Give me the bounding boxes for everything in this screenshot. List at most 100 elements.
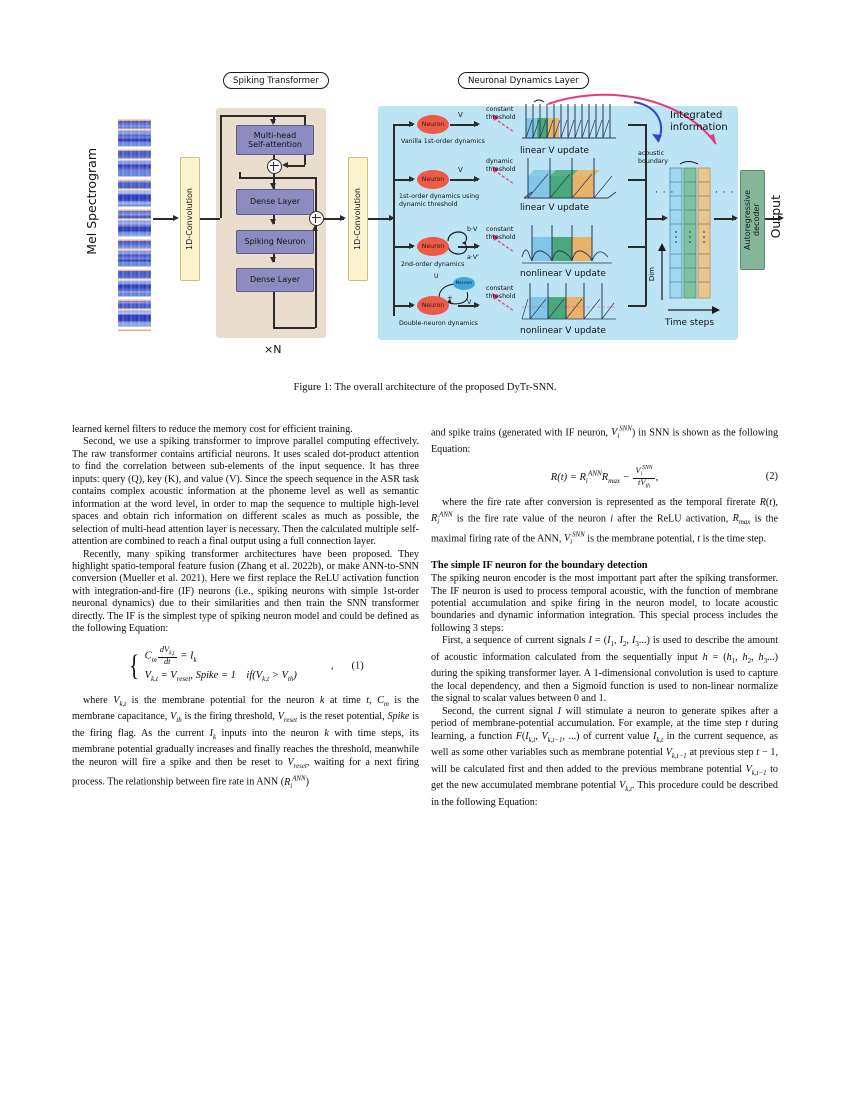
threshold-label-row-4: constant threshold [486, 285, 516, 300]
line-adder2-to-conv2 [322, 218, 344, 220]
arrowhead-bus-to-neuron-4 [409, 301, 415, 308]
threshold-row-3-line2: threshold [486, 233, 516, 241]
threshold-row-4-line2: threshold [486, 292, 516, 300]
line-skip-mha-into-plus [286, 165, 305, 167]
line-branch-to-adder2 [239, 177, 315, 179]
line-branch-down-to-adder2 [315, 177, 317, 211]
line-branch-up [239, 172, 241, 178]
equation-1-line-2: Vk,t = Vreset, Spike = 1 if(Vk,t > Vth) [144, 669, 297, 683]
paragraph-left-4: where Vk,t is the membrane potential for… [72, 694, 420, 790]
arrowhead-bus-to-neuron-2 [409, 175, 415, 182]
update-label-row-3: nonlinear V update [520, 269, 606, 279]
block-dense-layer-1[interactable]: Dense Layer [236, 189, 314, 215]
line-neuron4-to-trace [458, 305, 478, 307]
decoder-line1: Autoregressive [743, 190, 753, 250]
arrowhead-dense1-to-spiking [269, 219, 276, 225]
acoustic-boundary-label: acoustic boundary [638, 150, 668, 165]
adder-1 [267, 159, 282, 174]
block-spiking-neuron-label: Spiking Neuron [244, 237, 306, 247]
block-autoregressive-decoder[interactable]: Autoregressive decoder [740, 170, 765, 270]
equation-1-number: (1) [351, 660, 364, 672]
threshold-row-1-line2: threshold [486, 113, 516, 121]
block-dense-layer-2[interactable]: Dense Layer [236, 268, 314, 292]
paragraph-right-5: Second, the current signal I will stimul… [431, 705, 779, 808]
line-row3-merge [628, 246, 646, 248]
caption-row-3: 2nd-order dynamics [401, 261, 465, 268]
block-1d-convolution-output-label: 1D-Convolution [353, 188, 363, 250]
arrow-spectrogram-to-conv1 [153, 218, 175, 220]
label-neuronal-dynamics-layer: Neuronal Dynamics Layer [458, 72, 589, 89]
arrowhead-adder2-to-conv2 [340, 214, 346, 221]
arrowhead-neuron3-out [474, 242, 480, 249]
caption-row-2: 1st-order dynamics using dynamic thresho… [399, 193, 479, 208]
arrowhead-bus-to-neuron-1 [409, 120, 415, 127]
paragraph-left-2: Second, we use a spiking transformer to … [72, 436, 419, 548]
neuron-row-2: Neuron [417, 170, 449, 189]
line-neuron3-to-trace [458, 246, 478, 248]
integrated-matrix [669, 161, 711, 299]
line-transformer-skip-left [220, 115, 222, 218]
repeat-count-label: ×N [264, 343, 282, 356]
line-row4-merge [628, 305, 646, 307]
time-axis-label: Time steps [665, 318, 715, 328]
feedback-top-row-3: b·V [467, 226, 478, 233]
signal-v-row-2: V [458, 166, 463, 174]
arrowhead-spectrogram-to-conv1 [173, 214, 179, 221]
block-1d-convolution-input[interactable]: 1D-Convolution [180, 157, 200, 281]
update-label-row-1: linear V update [520, 146, 590, 156]
arrowhead-spiking-to-dense2 [269, 257, 276, 263]
dim-axis-arrow [658, 243, 666, 300]
equation-1-brace: { [129, 649, 140, 683]
block-dense-layer-1-label: Dense Layer [249, 197, 301, 207]
line-neuron1-to-trace [450, 124, 478, 126]
line-bus-to-neuron-3 [393, 246, 413, 248]
line-row1-merge [628, 124, 646, 126]
arrowhead-matrix-to-decoder [732, 214, 738, 221]
arrowhead-plus-to-dense1 [269, 183, 276, 189]
block-1d-convolution-output[interactable]: 1D-Convolution [348, 157, 368, 281]
matrix-ellipsis-right: · · · [715, 188, 735, 198]
label-spiking-transformer: Spiking Transformer [223, 72, 329, 89]
line-bus-to-neuron-1 [393, 124, 413, 126]
arrowhead-bus-to-neuron-3 [409, 242, 415, 249]
line-bus-to-neuron-4 [393, 305, 413, 307]
feedback-bottom-row-3: a·V' [467, 254, 479, 261]
acoustic-line1: acoustic [638, 150, 665, 157]
arrowhead-neuron1-out [474, 120, 480, 127]
paragraph-right-1: and spike trains (generated with IF neur… [431, 426, 779, 455]
signal-v-row-1: V [458, 111, 463, 119]
adder-2 [309, 211, 324, 226]
spike-trace-row-2 [523, 158, 617, 199]
arrowhead-skip-mha [282, 161, 288, 168]
line-transformer-top [220, 115, 305, 117]
block-spiking-neuron[interactable]: Spiking Neuron [236, 230, 314, 254]
decoder-line2: decoder [752, 203, 762, 237]
threshold-label-row-3: constant threshold [486, 226, 516, 241]
caption-row-2-line2: dynamic threshold [399, 200, 458, 208]
arrowhead-neuron4-out [474, 301, 480, 308]
mel-spectrogram-label: Mel Spectrogram [84, 148, 99, 255]
left-text-column: learned kernel filters to reduce the mem… [72, 424, 419, 793]
neuron-row-3: Neuron [417, 237, 449, 256]
feedback-plus-row-4: + [447, 294, 453, 302]
threshold-pointer-row-2 [492, 166, 515, 185]
neuron-row-4-secondary: Neuron [453, 277, 475, 290]
line-mha-to-plus [273, 153, 275, 159]
block-multi-head-self-attention[interactable]: Multi-head Self-attention [236, 125, 314, 155]
matrix-ellipsis-left: · · · [655, 188, 675, 198]
feedback-u-row-4: U [434, 273, 439, 280]
merge-bus [645, 124, 647, 306]
threshold-row-1-line1: constant [486, 106, 514, 113]
block-autoregressive-decoder-label: Autoregressive decoder [743, 190, 761, 250]
threshold-pointer-row-3 [492, 234, 515, 253]
line-decoder-to-output [763, 218, 781, 220]
spike-trace-row-1 [522, 99, 616, 139]
block-1d-convolution-input-label: 1D-Convolution [185, 188, 195, 250]
equation-1-comma: , [330, 660, 334, 672]
